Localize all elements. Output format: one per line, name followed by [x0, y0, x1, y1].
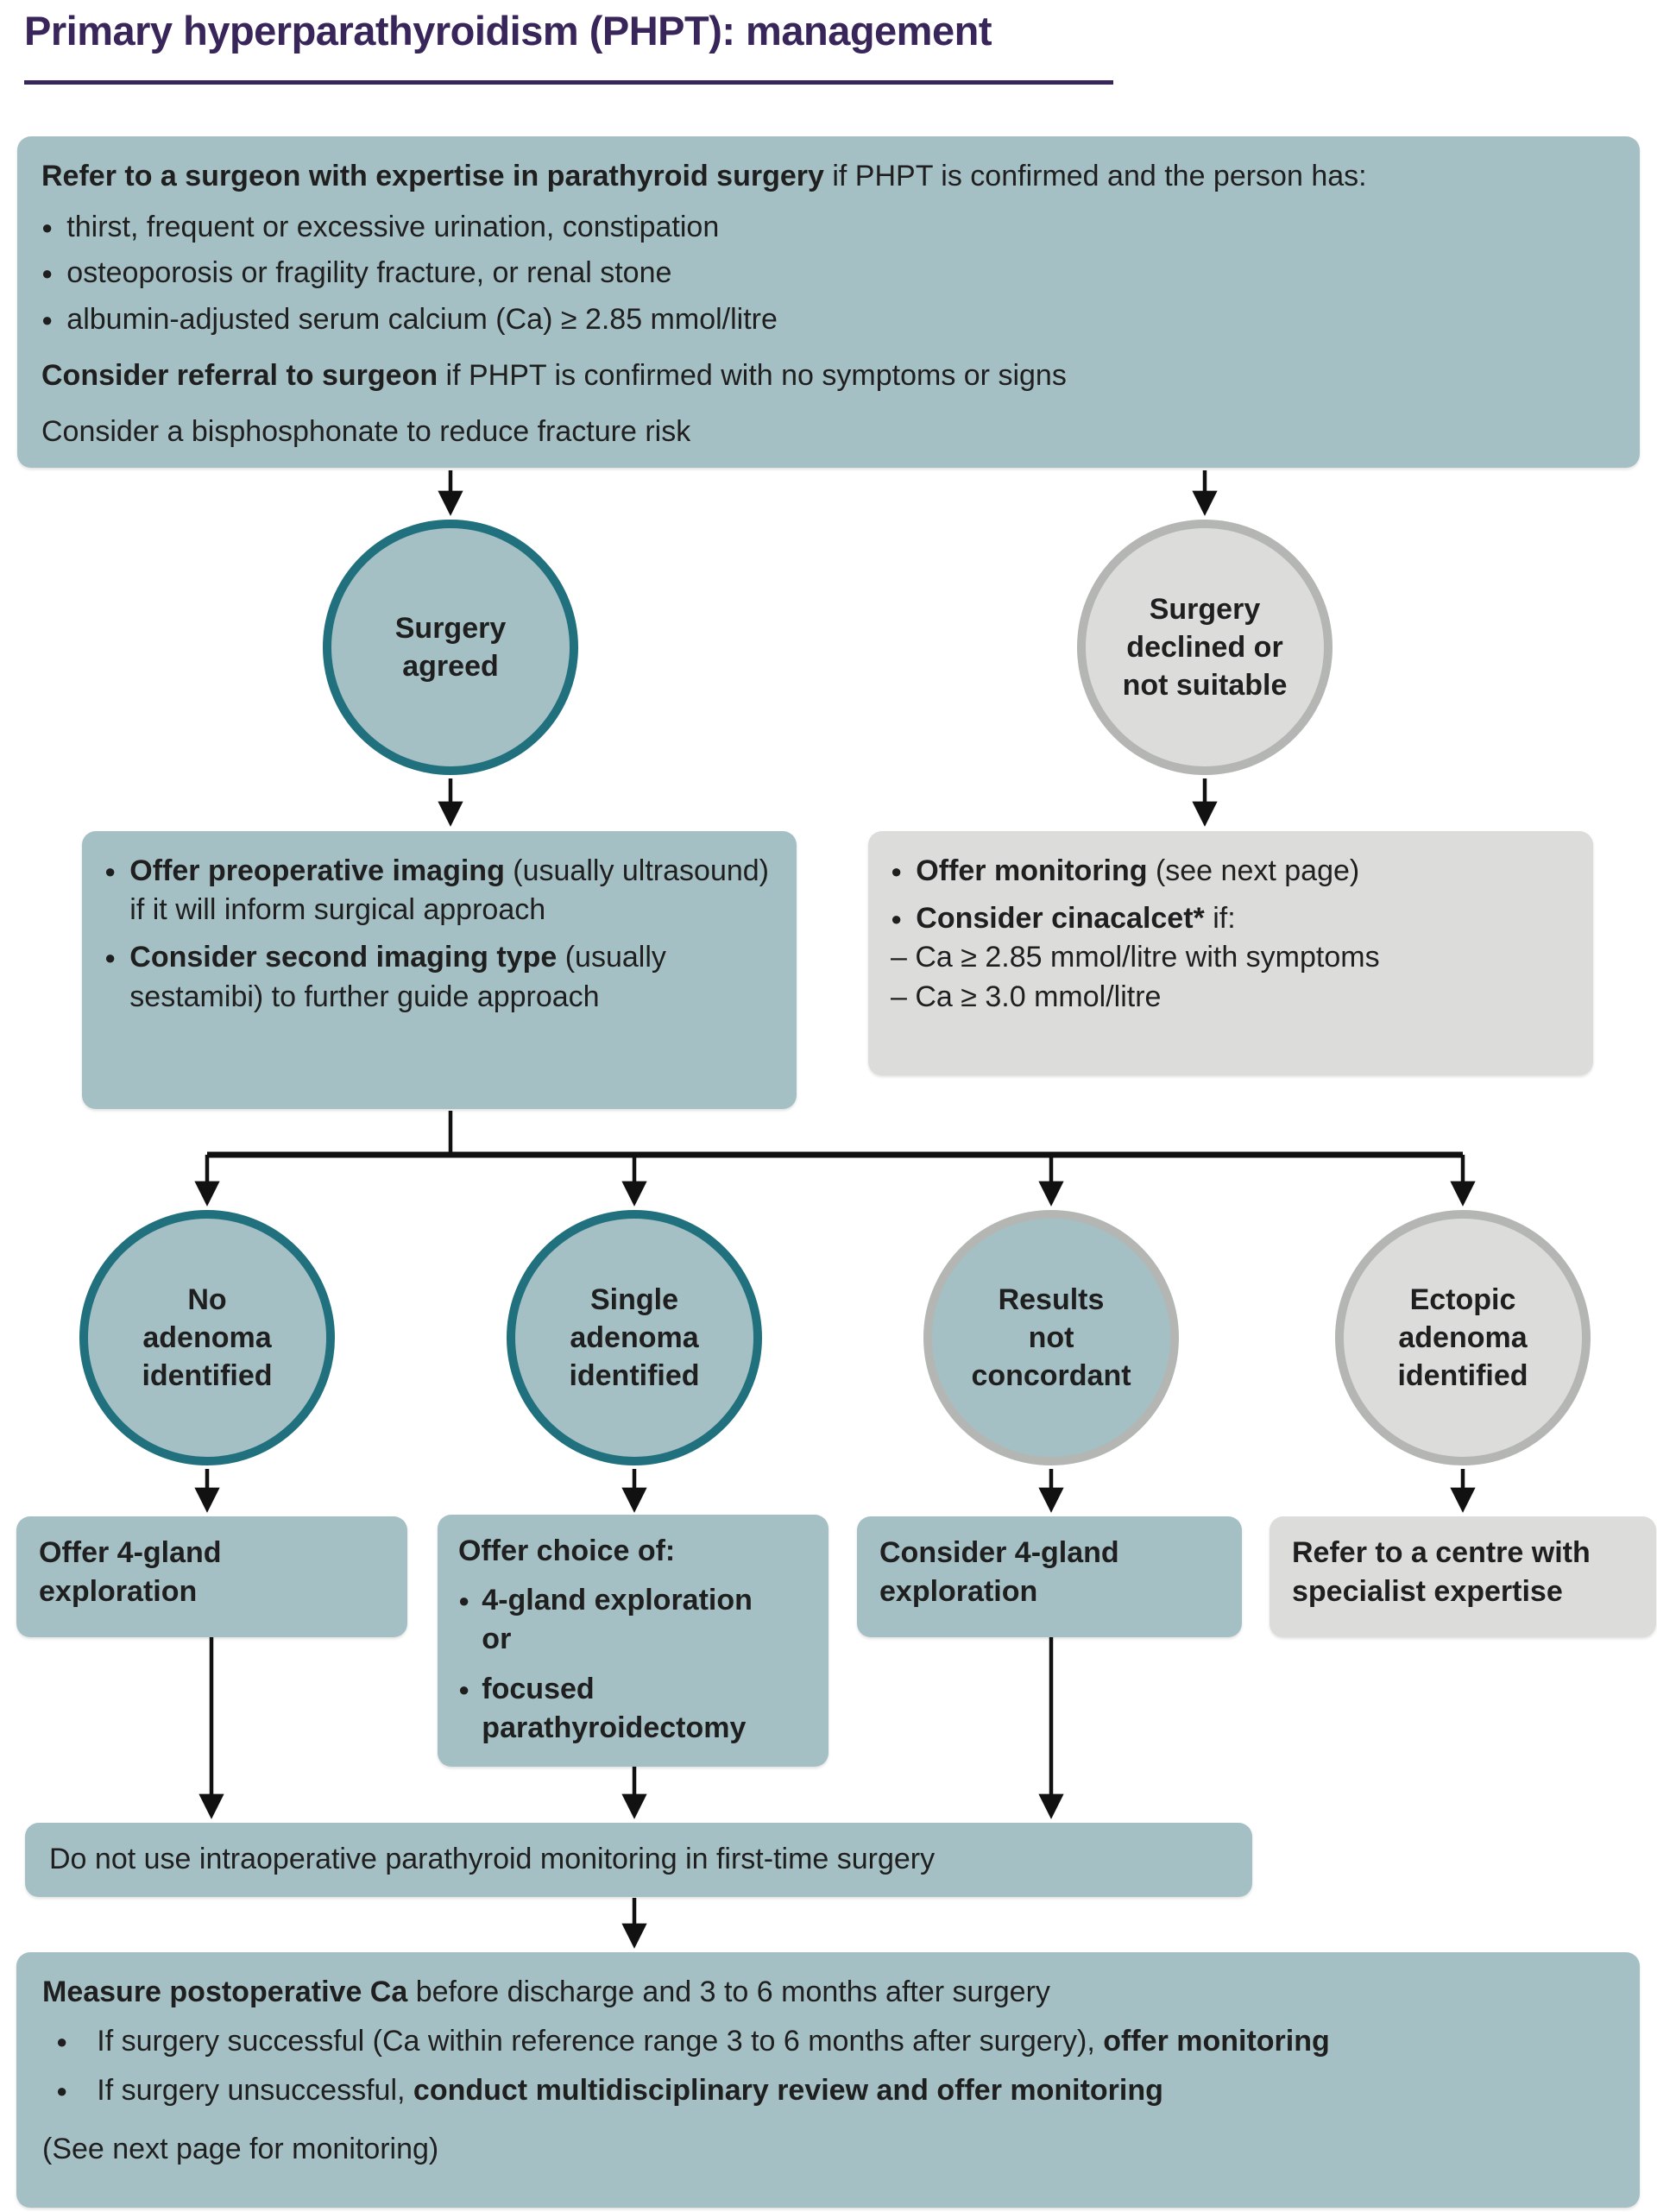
preoperative-imaging-box: ● Offer preoperative imaging (usually ul…: [82, 831, 797, 1109]
circle-single-adenoma: Single adenoma identified: [507, 1210, 762, 1465]
see-next-page-note: (See next page for monitoring): [42, 2132, 439, 2165]
bullet-icon: ●: [891, 908, 903, 930]
bullet-icon: ●: [41, 308, 54, 331]
criteria-osteoporosis: osteoporosis or fragility fracture, or r…: [66, 256, 672, 290]
monitoring-cinacalcet-box: ● Offer monitoring (see next page) ● Con…: [868, 831, 1593, 1075]
cinacalcet-rest: if:: [1204, 902, 1236, 936]
offer-choice-box: Offer choice of: ● 4-gland exploration o…: [438, 1515, 828, 1767]
offer-monitoring-bold: Offer monitoring: [916, 854, 1148, 887]
circle-ectopic-adenoma: Ectopic adenoma identified: [1335, 1210, 1591, 1465]
cinacalcet-line: Consider cinacalcet* if:: [916, 899, 1571, 938]
circle-surgery-declined: Surgery declined or not suitable: [1077, 520, 1333, 775]
postop-item: ● If surgery unsuccessful, conduct multi…: [42, 2071, 1614, 2110]
preop-imaging-bold: Offer preoperative imaging: [129, 854, 505, 887]
title-underline: [24, 80, 1113, 85]
cinacalcet-criterion-1: – Ca ≥ 2.85 mmol/litre with symptoms: [891, 941, 1380, 974]
choice-item: ● focused parathyroidectomy: [458, 1670, 808, 1748]
preop-item: ● Offer preoperative imaging (usually ul…: [104, 852, 774, 930]
offer-monitoring-rest: (see next page): [1147, 854, 1360, 887]
postoperative-ca-box: Measure postoperative Ca before discharg…: [16, 1952, 1640, 2208]
cinacalcet-bold: Consider cinacalcet*: [916, 902, 1205, 936]
postop-item: ● If surgery successful (Ca within refer…: [42, 2022, 1614, 2061]
bullet-icon: ●: [458, 1678, 470, 1700]
circle-results-not-concordant: Results not concordant: [923, 1210, 1179, 1465]
bullet-icon: ●: [458, 1590, 470, 1612]
surgery-unsuccessful-line: If surgery unsuccessful, conduct multidi…: [97, 2071, 1614, 2110]
referral-criteria-box: Refer to a surgeon with expertise in par…: [17, 136, 1640, 468]
consider-referral-line: Consider referral to surgeon if PHPT is …: [41, 356, 1616, 395]
consider-referral-rest: if PHPT is confirmed with no symptoms or…: [438, 358, 1067, 392]
preop-imaging-line: Offer preoperative imaging (usually ultr…: [129, 852, 774, 930]
surgery-successful-pre: If surgery successful (Ca within referen…: [97, 2025, 1104, 2058]
offer-monitoring-line: Offer monitoring (see next page): [916, 852, 1571, 891]
postop-lead-bold: Measure postoperative Ca: [42, 1976, 408, 2008]
monitor-item: ● Consider cinacalcet* if:: [891, 899, 1571, 938]
circle-surgery-agreed: Surgery agreed: [323, 520, 578, 775]
choice-item: ● 4-gland exploration or: [458, 1581, 808, 1659]
bullet-icon: ●: [891, 860, 903, 882]
surgery-unsuccessful-bold: conduct multidisciplinary review and off…: [413, 2074, 1163, 2108]
circle-no-adenoma: No adenoma identified: [79, 1210, 335, 1465]
consider-referral-bold: Consider referral to surgeon: [41, 358, 438, 392]
no-intraoperative-monitoring-text: Do not use intraoperative parathyroid mo…: [49, 1843, 936, 1876]
bullet-icon: ●: [104, 947, 117, 969]
surgery-successful-line: If surgery successful (Ca within referen…: [97, 2022, 1614, 2061]
no-intraoperative-monitoring-box: Do not use intraoperative parathyroid mo…: [25, 1823, 1252, 1897]
choice-focused: focused parathyroidectomy: [482, 1672, 747, 1744]
refer-to-surgeon-bold: Refer to a surgeon with expertise in par…: [41, 160, 824, 192]
bisphosphonate-line: Consider a bisphosphonate to reduce frac…: [41, 415, 691, 449]
choice-4gland: 4-gland exploration or: [482, 1584, 753, 1656]
cinacalcet-criterion-2: – Ca ≥ 3.0 mmol/litre: [891, 980, 1162, 1013]
refer-to-surgeon-line: Refer to a surgeon with expertise in par…: [41, 157, 1616, 196]
bullet-icon: ●: [41, 217, 54, 239]
page-title: Primary hyperparathyroidism (PHPT): mana…: [24, 8, 992, 54]
preop-imaging-rest: (usually ultrasound) if it will inform s…: [129, 854, 769, 927]
bullet-icon: ●: [56, 2080, 68, 2102]
choice-title: Offer choice of:: [458, 1535, 676, 1567]
criteria-item: ● osteoporosis or fragility fracture, or…: [41, 254, 1616, 293]
second-imaging-bold: Consider second imaging type: [129, 941, 558, 974]
bullet-icon: ●: [56, 2031, 68, 2053]
refer-specialist-centre-box: Refer to a centre with specialist expert…: [1270, 1516, 1656, 1637]
second-imaging-rest: (usually sestamibi) to further guide app…: [129, 941, 666, 1013]
bullet-icon: ●: [41, 262, 54, 285]
refer-to-surgeon-rest: if PHPT is confirmed and the person has:: [823, 160, 1367, 192]
criteria-calcium: albumin-adjusted serum calcium (Ca) ≥ 2.…: [66, 302, 778, 336]
surgery-successful-bold: offer monitoring: [1103, 2025, 1330, 2058]
offer-4gland-box: Offer 4-gland exploration: [16, 1516, 407, 1637]
preop-item: ● Consider second imaging type (usually …: [104, 938, 774, 1016]
second-imaging-line: Consider second imaging type (usually se…: [129, 938, 774, 1016]
criteria-item: ● albumin-adjusted serum calcium (Ca) ≥ …: [41, 300, 1616, 339]
surgery-unsuccessful-pre: If surgery unsuccessful,: [97, 2074, 413, 2108]
bullet-icon: ●: [104, 860, 117, 882]
consider-4gland-box: Consider 4-gland exploration: [857, 1516, 1242, 1637]
postop-lead-rest: before discharge and 3 to 6 months after…: [407, 1976, 1050, 2008]
criteria-thirst: thirst, frequent or excessive urination,…: [66, 211, 720, 244]
monitor-item: ● Offer monitoring (see next page): [891, 852, 1571, 891]
criteria-item: ● thirst, frequent or excessive urinatio…: [41, 208, 1616, 247]
postop-lead-line: Measure postoperative Ca before discharg…: [42, 1973, 1614, 2012]
